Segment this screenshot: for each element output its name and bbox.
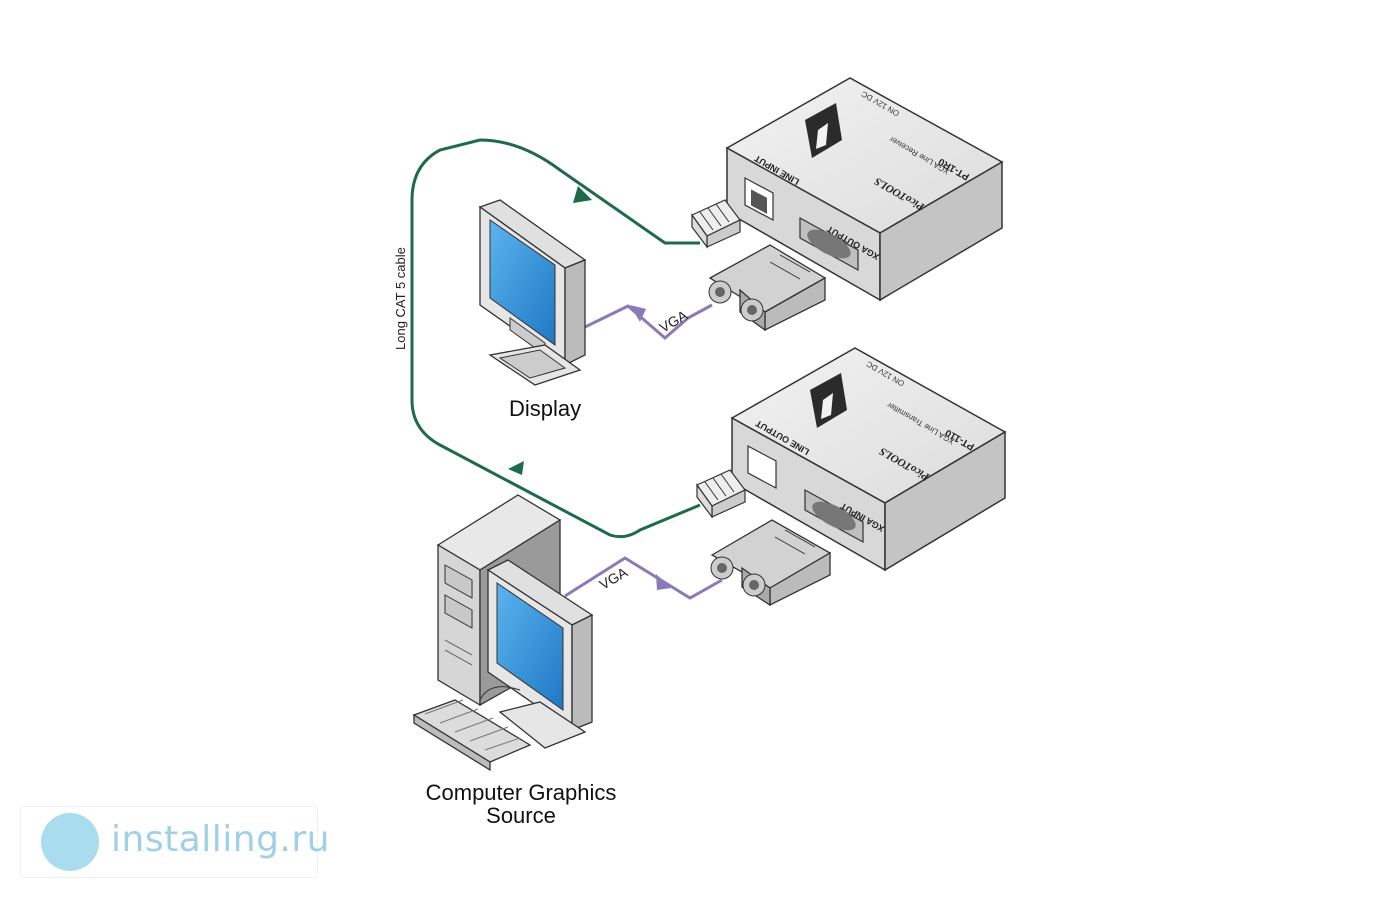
kramer-logo-icon: [810, 373, 847, 428]
source-label-line2: Source: [486, 803, 556, 828]
kramer-logo-icon: [805, 103, 842, 158]
vga-cable-top: [582, 303, 713, 340]
vga-plug-bottom: [710, 519, 832, 607]
transmitter-rj45-port: [747, 444, 777, 490]
rj45-plug-bottom: [696, 469, 746, 519]
vga-arrow-bottom-icon: [656, 574, 671, 590]
cat5-arrow-up-icon: [508, 461, 524, 475]
vga-plug-top: [708, 244, 827, 332]
cat5-arrow-down-icon: [573, 186, 592, 203]
vga-label-bottom: VGA: [597, 564, 631, 593]
watermark: installing.ru: [20, 806, 329, 878]
installing-logo-icon: [41, 813, 99, 871]
display-label: Display: [509, 396, 581, 421]
cat5-cable: [410, 138, 701, 539]
watermark-text: installing.ru: [111, 819, 330, 860]
source-label-line1: Computer Graphics: [426, 780, 617, 805]
computer-graphics-source: [412, 494, 594, 772]
cat5-cable-label: Long CAT 5 cable: [393, 247, 408, 350]
rj45-plug-top: [691, 199, 741, 249]
display-monitor: [478, 199, 587, 386]
vga-cable-bottom: [564, 556, 723, 600]
transmitter-device: PicoTOOLS PT-110 XGA Line Transmitter ON…: [730, 347, 1007, 572]
vga-arrow-top-icon: [630, 305, 646, 322]
